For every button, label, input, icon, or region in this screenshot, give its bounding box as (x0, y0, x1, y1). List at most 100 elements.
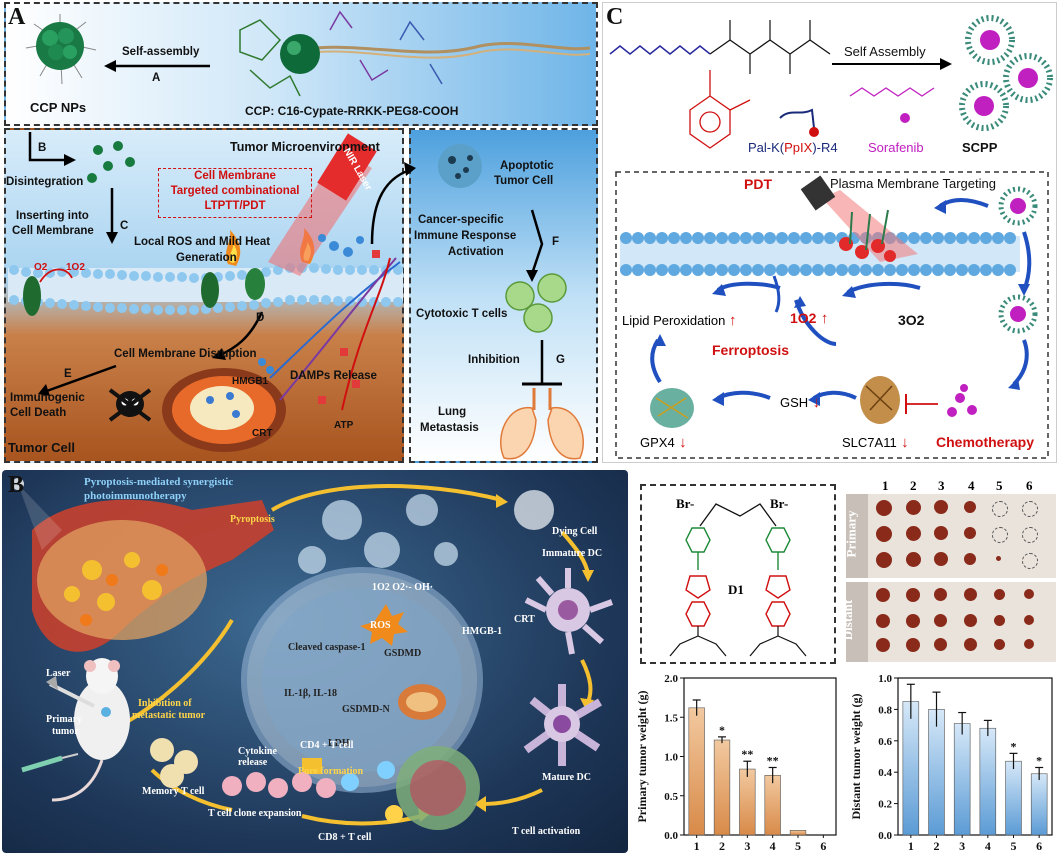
tumor-photo (934, 638, 947, 651)
bar (764, 775, 781, 836)
tumor-photo (876, 588, 890, 602)
scpp-label: SCPP (962, 140, 998, 155)
primary-tumor-label-2: tumor (52, 726, 79, 737)
gsdmd-n-label: GSDMD-N (342, 704, 390, 715)
y-tick-label: 0.0 (664, 830, 678, 842)
bar (928, 709, 945, 836)
x-tick-label: 6 (820, 839, 826, 853)
photo-col-1: 1 (882, 478, 889, 493)
primary-tumor-label-1: Primary (46, 714, 83, 725)
inhibition-b-label-1: Inhibition of (138, 698, 192, 709)
bar (902, 701, 920, 836)
br-label-1: Br- (676, 496, 695, 511)
pal-label: Pal-K(PpIX)-R4 (748, 140, 838, 155)
singlet-o2-c-label: 1O2 ↑ (790, 310, 829, 327)
d1-structure-box (640, 484, 836, 664)
y-tick-label: 0.8 (878, 704, 892, 716)
x-tick-label: 1 (694, 839, 700, 853)
o2-label: O2 (34, 262, 48, 273)
lung-label-2: Metastasis (420, 422, 479, 434)
significance-label: * (1036, 753, 1042, 767)
panel-c-letter: C (606, 4, 624, 30)
panel-b-illustration: Pyroptosis-mediated synergistic photoimm… (2, 470, 628, 853)
tumor-cell-label: Tumor Cell (8, 440, 75, 455)
tumor-photo (964, 588, 977, 601)
photo-col-2: 2 (910, 478, 917, 493)
primary-label-bar (846, 494, 868, 578)
immune-label-2: Immune Response (414, 230, 517, 242)
tumor-photo (1024, 589, 1034, 599)
step-e-label: E (64, 368, 72, 380)
ros-heat-label-1: Local ROS and Mild Heat (134, 236, 271, 248)
x-tick-label: 5 (795, 839, 801, 853)
pdt-label: PDT (744, 176, 772, 192)
ferroptosis-label: Ferroptosis (712, 342, 790, 358)
ccp-formula-label: CCP: C16-Cypate-RRKK-PEG8-COOH (245, 104, 459, 118)
cleaved-caspase-label: Cleaved caspase-1 (288, 642, 366, 653)
chart-frame (683, 677, 837, 836)
inhibition-label: Inhibition (468, 354, 520, 366)
memory-t-label: Memory T cell (142, 786, 205, 797)
y-axis-label: Primary tumor weight (g) (635, 690, 649, 822)
scpp-micelle-icon (959, 15, 1053, 131)
ros-heat-label-2: Generation (176, 252, 237, 264)
chemotherapy-label: Chemotherapy (936, 434, 1035, 450)
tumor-photo (964, 553, 976, 565)
panel-c: C (600, 0, 1059, 465)
apoptotic-label-2: Tumor Cell (494, 175, 554, 187)
tumor-photo (934, 500, 948, 514)
tumor-photo (934, 588, 947, 601)
step-a-label: A (152, 72, 161, 84)
ldh-label: LDH (328, 738, 350, 749)
y-tick-label: 0.4 (878, 767, 892, 779)
pm-targeting-label: Plasma Membrane Targeting (830, 176, 996, 191)
ccp-molecule-icon (239, 10, 591, 97)
singlet-o2-label: 1O2 (66, 262, 85, 273)
crt-b-label: CRT (514, 614, 535, 625)
panel-b-letter: B (8, 472, 25, 498)
tumor-empty (1022, 527, 1038, 543)
d1-label: D1 (728, 582, 744, 597)
apoptotic-label-1: Apoptotic (500, 160, 554, 172)
cd4-label: CD4 + T cell (300, 740, 354, 751)
tumor-photo (906, 500, 921, 515)
panel-a-letter: A (8, 4, 26, 30)
y-tick-label: 2.0 (664, 673, 678, 685)
photo-col-5: 5 (996, 478, 1003, 493)
lung-icon (500, 388, 584, 460)
inhibition-b-label-2: metastatic tumor (132, 710, 206, 721)
tumor-photo (964, 527, 976, 539)
targeted-therapy-box: Cell Membrane Targeted combinational LTP… (158, 168, 312, 218)
x-tick-label: 2 (934, 839, 940, 853)
tumor-empty (1022, 501, 1038, 517)
self-assembly-label: Self-assembly (122, 46, 200, 58)
tumor-microenvironment-label: Tumor Microenvironment (230, 140, 380, 154)
slc7a11-label: SLC7A11 ↓ (842, 434, 909, 451)
ros-label: ROS (370, 620, 391, 631)
panel-c-illustration (609, 15, 1053, 459)
x-tick-label: 4 (985, 839, 991, 853)
ccp-nps-label: CCP NPs (30, 100, 87, 115)
hmgb1-label: HMGB1 (232, 376, 269, 387)
il-label: IL-1β, IL-18 (284, 688, 338, 699)
bar (1005, 760, 1022, 836)
dying-cell-label: Dying Cell (552, 526, 598, 537)
x-tick-label: 1 (908, 839, 914, 853)
immune-label-1: Cancer-specific (418, 214, 504, 226)
panel-a-illustration (8, 10, 591, 460)
x-tick-label: 4 (770, 839, 776, 853)
icd-label-1: Immunogenic (10, 392, 85, 404)
bar (953, 723, 971, 836)
lung-label-1: Lung (438, 406, 467, 418)
y-tick-label: 0.0 (878, 830, 892, 842)
tumor-photo-panel: 1 2 3 4 5 6 Primary Distant (840, 478, 1056, 664)
x-tick-label: 3 (959, 839, 965, 853)
tumor-photo (934, 552, 948, 566)
panel-c-border (602, 2, 1057, 463)
y-tick-label: 0.5 (664, 791, 678, 803)
tumor-photo (906, 552, 921, 567)
tumor-photo (934, 526, 948, 540)
sorafenib-label: Sorafenib (868, 140, 924, 155)
tumor-photo (906, 638, 920, 652)
